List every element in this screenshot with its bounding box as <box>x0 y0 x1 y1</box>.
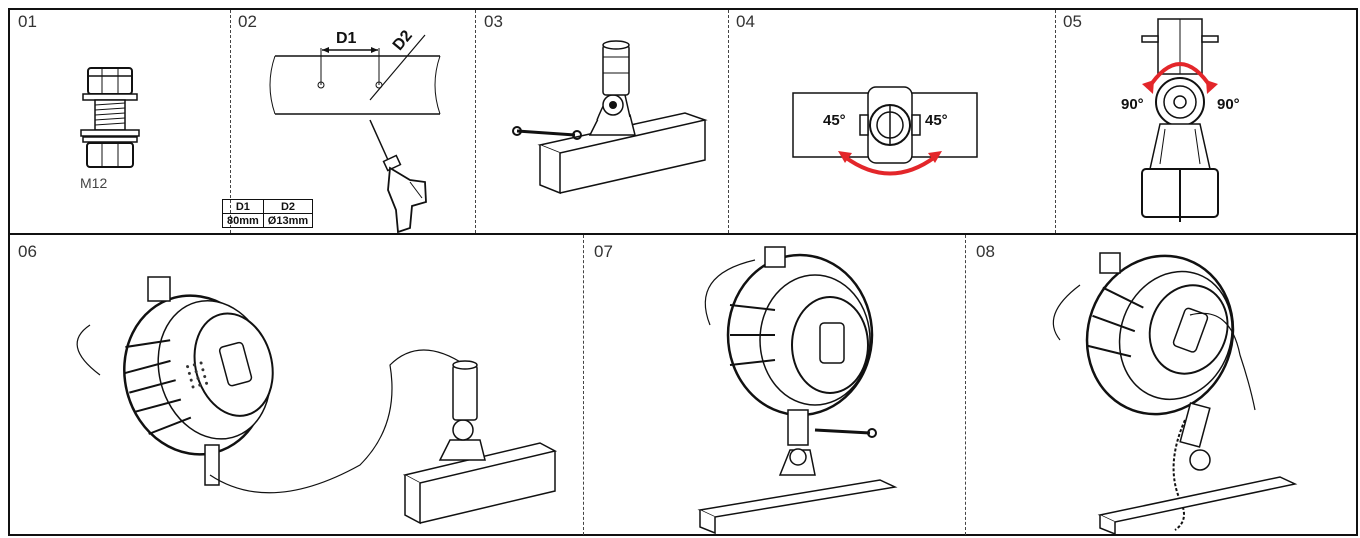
table-value-d1: 80mm <box>222 213 264 228</box>
drill-spec-table: D1 D2 80mm Ø13mm <box>222 199 314 228</box>
step-number-04: 04 <box>736 12 755 31</box>
step-number-01: 01 <box>18 12 37 31</box>
step-number-03: 03 <box>484 12 503 31</box>
light-final-illustration <box>1052 252 1298 536</box>
bolt-illustration <box>80 67 140 168</box>
step-number-07: 07 <box>594 242 613 261</box>
row-divider <box>8 233 1358 235</box>
angle-right-90: 90° <box>1217 96 1240 113</box>
divider-04-05 <box>1055 10 1056 233</box>
tilt-90-illustration <box>1141 18 1219 222</box>
d1-label: D1 <box>336 30 357 47</box>
diagram-frame <box>8 8 1358 536</box>
light-attach-illustration <box>76 276 558 525</box>
divider-06-07 <box>583 235 584 535</box>
light-secure-illustration <box>697 246 898 535</box>
bracket-mount-illustration <box>512 40 708 195</box>
step-number-05: 05 <box>1063 12 1082 31</box>
angle-right-45: 45° <box>925 112 948 129</box>
divider-02-03 <box>475 10 476 233</box>
step-number-02: 02 <box>238 12 257 31</box>
divider-03-04 <box>728 10 729 233</box>
step-number-08: 08 <box>976 242 995 261</box>
angle-left-45: 45° <box>823 112 846 129</box>
divider-01-02 <box>230 10 231 233</box>
table-header-d1: D1 <box>222 199 264 214</box>
header-strip <box>8 0 218 8</box>
drilling-illustration <box>269 34 441 234</box>
table-value-d2: Ø13mm <box>262 213 314 228</box>
divider-07-08 <box>965 235 966 535</box>
angle-left-90: 90° <box>1121 96 1144 113</box>
bolt-size-label: M12 <box>80 175 108 191</box>
rotation-45-illustration <box>792 86 978 176</box>
step-number-06: 06 <box>18 242 37 261</box>
table-header-d2: D2 <box>262 199 314 214</box>
